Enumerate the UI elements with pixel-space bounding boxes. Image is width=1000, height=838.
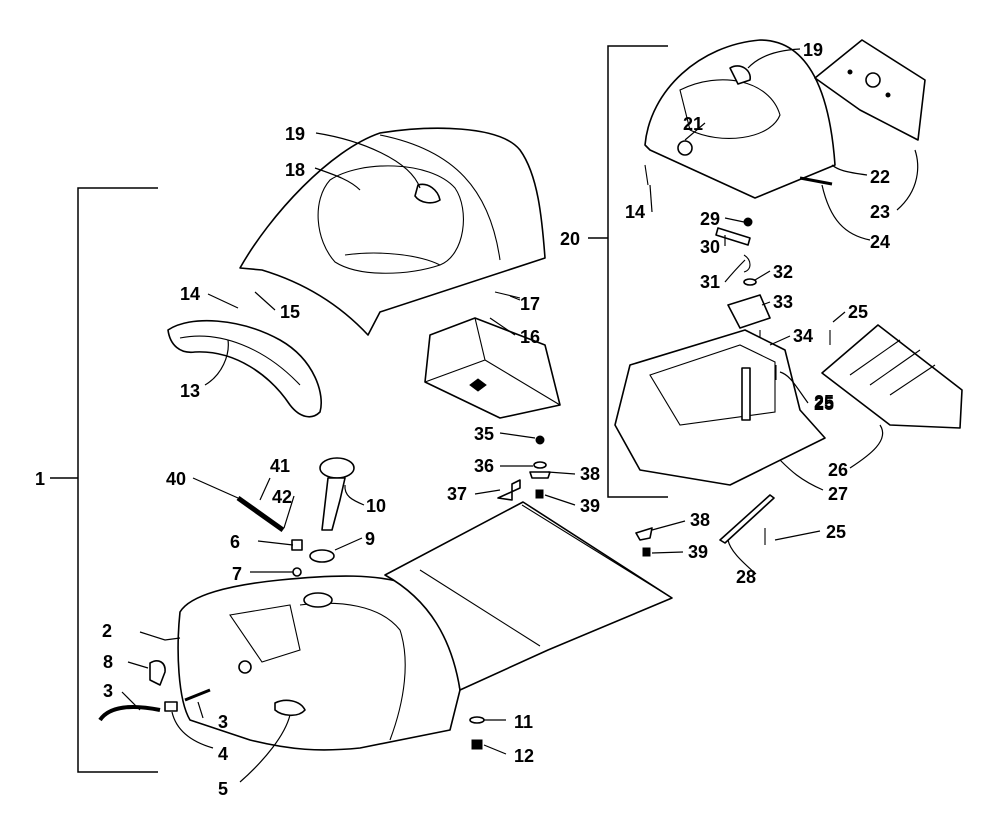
nut-39-center: [535, 489, 544, 499]
callout-41: 41: [270, 456, 290, 476]
callout-35: 35: [474, 424, 494, 444]
callout-36: 36: [474, 456, 494, 476]
callout-14b: 14: [625, 202, 645, 222]
screw-35: [535, 435, 545, 445]
leader-lines: [121, 48, 919, 783]
screw-29: [743, 217, 753, 227]
callout-4: 4: [218, 744, 228, 764]
callout-37: 37: [447, 484, 467, 504]
callout-32: 32: [773, 262, 793, 282]
callout-31: 31: [700, 272, 720, 292]
clip-14-right: [644, 164, 649, 186]
strip-28: [719, 494, 775, 544]
callout-24: 24: [870, 232, 890, 252]
callout-5: 5: [218, 779, 228, 799]
fitting-4: [164, 701, 178, 712]
callout-30: 30: [700, 237, 720, 257]
fuel-line-3: [98, 705, 161, 722]
nut-12: [471, 739, 483, 750]
callout-38a: 38: [580, 464, 600, 484]
plate-30: [715, 227, 751, 246]
callout-7: 7: [232, 564, 242, 584]
callout-13: 13: [180, 381, 200, 401]
callout-1: 1: [35, 469, 45, 489]
callout-25d: 25: [826, 522, 846, 542]
callout-33: 33: [773, 292, 793, 312]
spring-31: [743, 254, 751, 273]
callout-40: 40: [166, 469, 186, 489]
bracket-37: [497, 479, 521, 501]
washer-11: [469, 716, 485, 724]
callout-8: 8: [103, 652, 113, 672]
callout-19a: 19: [285, 124, 305, 144]
callout-3a: 3: [103, 681, 113, 701]
callout-25b: 25: [814, 392, 834, 412]
callout-38b: 38: [690, 510, 710, 530]
clip-38-center: [529, 471, 551, 479]
latch-33: [727, 294, 771, 329]
callout-34: 34: [793, 326, 813, 346]
callout-17: 17: [520, 294, 540, 314]
callout-9: 9: [365, 529, 375, 549]
callout-21: 21: [683, 114, 703, 134]
callout-39b: 39: [688, 542, 708, 562]
block-16: [424, 317, 561, 419]
callout-6: 6: [230, 532, 240, 552]
callout-23: 23: [870, 202, 890, 222]
callout-2: 2: [102, 621, 112, 641]
washer-32: [743, 278, 757, 286]
callout-26: 26: [828, 460, 848, 480]
callout-27: 27: [828, 484, 848, 504]
o-ring-9: [309, 549, 335, 563]
bracket-assembly-20: [588, 45, 668, 498]
fuel-cap-10: [319, 457, 355, 531]
clip-38-right: [635, 527, 653, 541]
rod-24: [799, 176, 833, 186]
callout-29: 29: [700, 209, 720, 229]
hose-41: [236, 495, 285, 533]
bracket-assembly-1: [50, 187, 158, 773]
fitting-6: [291, 539, 303, 551]
callout-11: 11: [514, 712, 533, 732]
callout-25a: 25: [848, 302, 868, 322]
storage-box-27: [614, 329, 826, 486]
callout-22: 22: [870, 167, 890, 187]
callout-14a: 14: [180, 284, 200, 304]
callout-25c: 25: [814, 394, 834, 414]
callout-42: 42: [272, 487, 292, 507]
callout-10: 10: [366, 496, 386, 516]
rear-cover-13: [167, 319, 322, 418]
callout-labels: 1 2 3 3 4 5 6 7 8 9 10 11 12 13 14 14 15…: [35, 40, 890, 799]
storage-cover-22: [644, 39, 836, 199]
clamp-8: [149, 660, 166, 686]
callout-20: 20: [560, 229, 580, 249]
nut-39-right: [642, 547, 651, 557]
callout-12: 12: [514, 746, 534, 766]
base-panel: [384, 501, 673, 691]
tray-26: [821, 324, 963, 429]
callout-39a: 39: [580, 496, 600, 516]
callout-28: 28: [736, 567, 756, 587]
rod-3: [184, 688, 211, 702]
washer-7: [292, 567, 302, 577]
callout-19b: 19: [803, 40, 823, 60]
callout-18: 18: [285, 160, 305, 180]
washer-36: [533, 461, 547, 469]
callout-3b: 3: [218, 712, 228, 732]
callout-15: 15: [280, 302, 300, 322]
fuel-tank-2: [177, 575, 461, 751]
callout-16: 16: [520, 327, 540, 347]
panel-23: [814, 39, 926, 141]
pin-17: [494, 291, 521, 299]
